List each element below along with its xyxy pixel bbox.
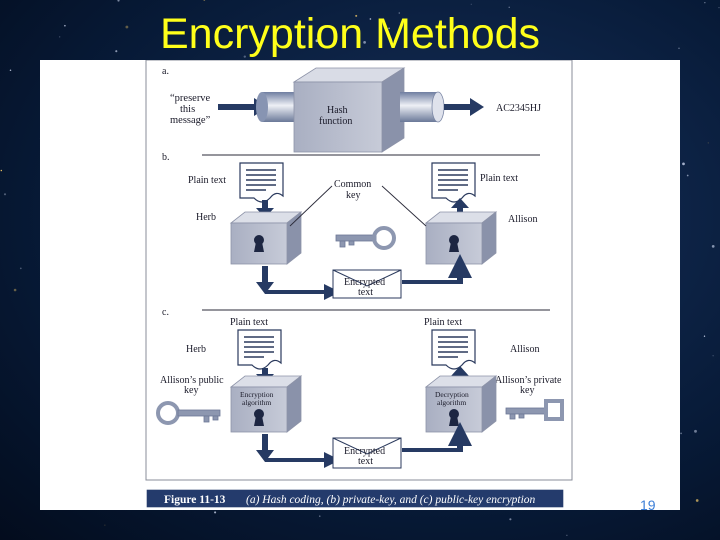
star-dot bbox=[3, 193, 7, 196]
star-dot bbox=[680, 432, 682, 435]
plain-text-left: Plain text bbox=[230, 317, 268, 328]
dec-line1: Decryption bbox=[435, 390, 469, 399]
panel-a: a. “preserve this message” Hash function bbox=[162, 66, 541, 153]
star-dot bbox=[686, 174, 689, 177]
hash-box-line2: function bbox=[319, 116, 352, 127]
key-icon bbox=[335, 226, 396, 250]
star-dot bbox=[319, 515, 321, 517]
plain-text-right: Plain text bbox=[480, 173, 518, 184]
receiver-label: Allison bbox=[508, 214, 537, 225]
star-dot bbox=[315, 39, 319, 43]
plain-text-right: Plain text bbox=[424, 317, 462, 328]
star-dot bbox=[711, 245, 715, 248]
encryption-figure: a. “preserve this message” Hash function bbox=[145, 60, 573, 509]
caption-figure-label: Figure 11-13 bbox=[164, 494, 226, 506]
star-dot bbox=[470, 3, 472, 5]
private-key-line1: Allison’s private bbox=[495, 375, 562, 386]
star-dot bbox=[64, 24, 66, 27]
star-dot bbox=[272, 47, 275, 50]
hash-output: AC2345HJ bbox=[496, 103, 541, 114]
panel-c-letter: c. bbox=[162, 307, 169, 318]
public-key-line2: key bbox=[184, 385, 198, 396]
star-dot bbox=[707, 142, 709, 144]
common-key-line1: Common bbox=[334, 179, 371, 190]
star-dot bbox=[104, 524, 106, 526]
caption-text: (a) Hash coding, (b) private-key, and (c… bbox=[246, 494, 536, 506]
hash-function-box: Hash function bbox=[292, 67, 406, 153]
sender-label: Herb bbox=[196, 212, 216, 223]
envelope-b-line2: text bbox=[358, 287, 373, 298]
star-dot bbox=[0, 169, 3, 172]
arrow-down-icon bbox=[256, 266, 274, 294]
star-dot bbox=[566, 534, 568, 536]
plain-text-left: Plain text bbox=[188, 175, 226, 186]
figure-panel: a. “preserve this message” Hash function bbox=[40, 60, 680, 510]
panel-a-letter: a. bbox=[162, 66, 169, 77]
star-dot bbox=[363, 41, 366, 44]
public-key-icon bbox=[156, 401, 221, 425]
public-key-line1: Allison’s public bbox=[160, 375, 224, 386]
star-dot bbox=[214, 511, 217, 514]
panel-c: c. Plain text Plain text Herb Allison Al… bbox=[156, 307, 564, 469]
star-dot bbox=[718, 7, 720, 9]
hash-input-line2: this bbox=[180, 104, 195, 115]
star-dot bbox=[508, 6, 510, 8]
star-dot bbox=[13, 288, 17, 292]
arrow-down-icon bbox=[256, 434, 274, 462]
enc-line1: Encryption bbox=[240, 390, 274, 399]
star-dot bbox=[9, 69, 12, 71]
slide-title: Encryption Methods bbox=[160, 10, 541, 58]
document-icon bbox=[237, 329, 282, 370]
lock-box-icon bbox=[424, 211, 498, 265]
receiver-label: Allison bbox=[510, 344, 539, 355]
hash-input-line3: message” bbox=[170, 115, 211, 126]
encryption-algorithm-box: Encryption algorithm bbox=[229, 375, 303, 433]
star-dot bbox=[398, 12, 401, 14]
dec-line2: algorithm bbox=[437, 398, 466, 407]
envelope-icon: Encrypted text bbox=[332, 269, 402, 299]
document-icon bbox=[431, 162, 476, 203]
star-dot bbox=[19, 267, 22, 270]
star-dot bbox=[125, 25, 129, 29]
envelope-c-line2: text bbox=[358, 456, 373, 467]
decryption-algorithm-box: Decryption algorithm bbox=[424, 375, 498, 433]
envelope-icon: Encrypted text bbox=[332, 437, 402, 469]
star-dot bbox=[694, 429, 697, 433]
sender-label: Herb bbox=[186, 344, 206, 355]
star-dot bbox=[59, 36, 61, 38]
lock-box-icon bbox=[229, 211, 303, 265]
figure-caption: Figure 11-13 (a) Hash coding, (b) privat… bbox=[145, 488, 565, 509]
star-dot bbox=[243, 55, 246, 58]
enc-line2: algorithm bbox=[242, 398, 271, 407]
star-dot bbox=[695, 499, 699, 502]
envelope-b-line1: Encrypted bbox=[344, 277, 385, 288]
hash-output-arrow-icon bbox=[444, 98, 484, 116]
star-dot bbox=[369, 18, 372, 20]
private-key-icon bbox=[505, 399, 564, 421]
panel-b: b. Plain text Plain text Common key Herb… bbox=[162, 152, 537, 300]
star-dot bbox=[115, 50, 118, 53]
document-icon bbox=[239, 162, 284, 203]
star-dot bbox=[509, 518, 512, 521]
hash-input-line1: “preserve bbox=[170, 93, 211, 104]
star-dot bbox=[117, 0, 120, 2]
star-dot bbox=[703, 335, 706, 337]
star-dot bbox=[203, 0, 206, 1]
star-dot bbox=[355, 14, 358, 17]
private-key-line2: key bbox=[520, 385, 534, 396]
hash-box-line1: Hash bbox=[327, 105, 348, 116]
panel-b-letter: b. bbox=[162, 152, 170, 163]
star-dot bbox=[712, 355, 714, 357]
star-dot bbox=[704, 2, 706, 4]
document-icon bbox=[431, 329, 476, 370]
cylinder-pipe-icon bbox=[400, 91, 445, 123]
star-dot bbox=[388, 27, 391, 30]
slide-number: 19 bbox=[640, 497, 656, 513]
common-key-line2: key bbox=[346, 190, 360, 201]
star-dot bbox=[678, 47, 680, 50]
cylinder-pipe-icon bbox=[256, 92, 294, 122]
star-dot bbox=[354, 27, 357, 29]
star-dot bbox=[682, 162, 685, 166]
envelope-c-line1: Encrypted bbox=[344, 446, 385, 457]
